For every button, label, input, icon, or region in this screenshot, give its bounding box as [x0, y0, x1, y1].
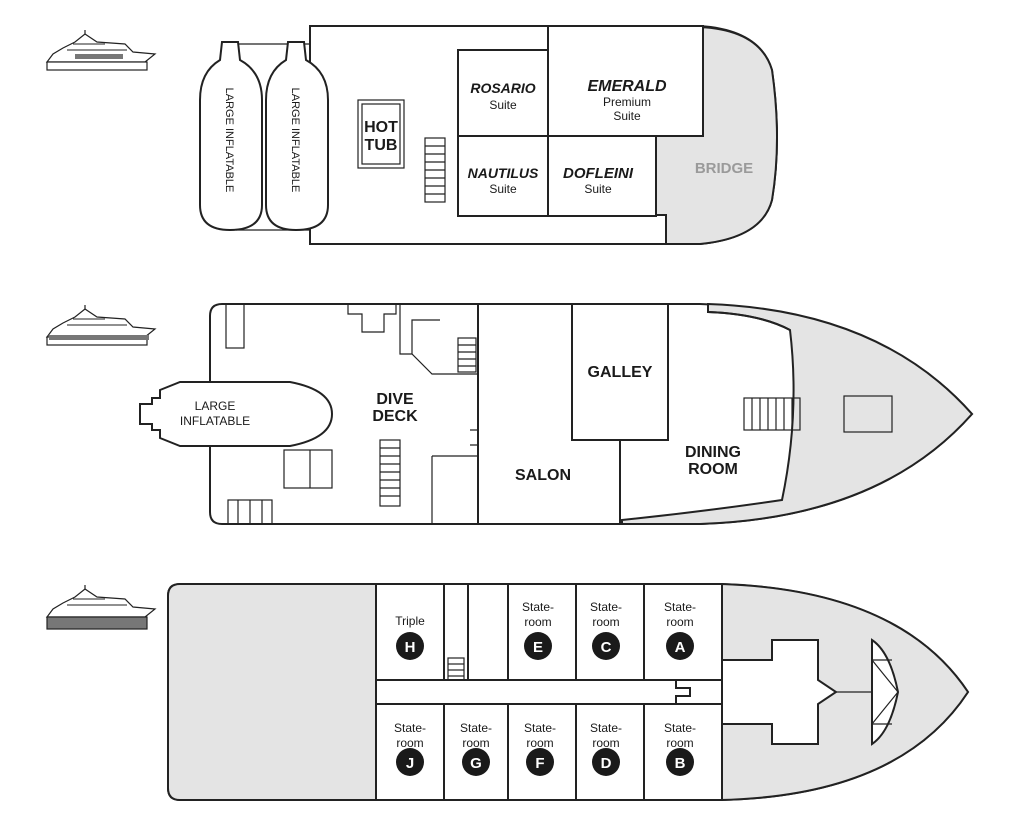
- room-j: State- room J: [394, 721, 426, 776]
- stairs-icon-main-1: [457, 337, 477, 373]
- room-badge: [666, 632, 694, 660]
- room-e: State- room E: [522, 600, 554, 660]
- room-a-label-2: room: [666, 615, 693, 629]
- inflatable-1-label: LARGE INFLATABLE: [223, 88, 235, 193]
- galley: [571, 303, 669, 441]
- bridge-label: BRIDGE: [695, 160, 753, 177]
- room-a-label-1: State-: [664, 600, 696, 614]
- room-d-label-2: room: [592, 736, 619, 750]
- salon-label: SALON: [515, 467, 571, 484]
- suite-emerald: [547, 25, 704, 137]
- stairs-icon: [424, 137, 446, 203]
- ship-icon-upper: [45, 30, 157, 71]
- room-c-label-1: State-: [590, 600, 622, 614]
- room-c-letter: C: [601, 639, 612, 656]
- hot-tub-label-2: TUB: [365, 137, 398, 154]
- room-j-label-2: room: [396, 736, 423, 750]
- suite-rosario: [457, 49, 549, 137]
- room-badge: [526, 748, 554, 776]
- dofleini-name: DOFLEINI: [563, 165, 634, 182]
- room-badge: [592, 632, 620, 660]
- room-badge: [666, 748, 694, 776]
- galley-label: GALLEY: [588, 364, 653, 381]
- large-inflatable-main: [139, 381, 334, 447]
- room-f-letter: F: [535, 755, 544, 772]
- nautilus-name: NAUTILUS: [468, 165, 539, 181]
- room-badge: [462, 748, 490, 776]
- large-inflatable-1: [199, 41, 263, 232]
- room-b-label-2: room: [666, 736, 693, 750]
- stern-area-lower: [167, 583, 377, 801]
- inflatable-2-label: LARGE INFLATABLE: [289, 88, 301, 193]
- room-d-letter: D: [601, 755, 612, 772]
- emerald-sub1: Premium: [603, 95, 651, 109]
- bow-area-main: [621, 302, 974, 525]
- room-g-label-1: State-: [460, 721, 492, 735]
- dining-room-label-2: ROOM: [688, 461, 738, 478]
- room-e-letter: E: [533, 639, 543, 656]
- room-a: State- room A: [664, 600, 696, 660]
- room-j-letter: J: [406, 755, 414, 772]
- room-j-label-1: State-: [394, 721, 426, 735]
- hot-tub: [357, 99, 405, 169]
- room-g-label-2: room: [462, 736, 489, 750]
- rosario-name: ROSARIO: [470, 80, 535, 96]
- room-f: State- room F: [524, 721, 556, 776]
- room-a-letter: A: [675, 639, 686, 656]
- corridor: [375, 679, 691, 705]
- room-c: State- room C: [590, 600, 622, 660]
- upper-deck: HOT TUB LARGE INFLATABLE LARGE INFLATABL…: [199, 25, 778, 245]
- room-f-label-1: State-: [524, 721, 556, 735]
- stairs-icon-main-3: [743, 397, 801, 431]
- room-b: State- room B: [664, 721, 696, 776]
- main-deck: LARGE INFLATABLE DIVE DECK GALLEY SALON …: [139, 302, 974, 525]
- room-badge: [592, 748, 620, 776]
- inflatable-main-label-1: LARGE: [195, 399, 236, 413]
- dive-deck-label-2: DECK: [372, 408, 418, 425]
- room-badge: [396, 748, 424, 776]
- lower-deck: Triple H State- room E State- room C Sta…: [167, 582, 970, 801]
- room-g: State- room G: [460, 721, 492, 776]
- dofleini-sub: Suite: [584, 182, 612, 196]
- hatch: [843, 395, 893, 433]
- room-e-label-1: State-: [522, 600, 554, 614]
- emerald-sub2: Suite: [613, 109, 641, 123]
- room-e-label-2: room: [524, 615, 551, 629]
- room-h-label: Triple: [395, 614, 425, 628]
- dive-deck-label-1: DIVE: [376, 391, 414, 408]
- inflatable-main-label-2: INFLATABLE: [180, 414, 250, 428]
- room-d: State- room D: [590, 721, 622, 776]
- rosario-sub: Suite: [489, 98, 517, 112]
- room-h: Triple H: [395, 614, 425, 660]
- large-inflatable-2: [265, 41, 329, 232]
- hot-tub-label-1: HOT: [364, 119, 398, 136]
- ship-icon-main: [45, 305, 157, 346]
- ship-icon-lower: [45, 585, 157, 630]
- room-b-label-1: State-: [664, 721, 696, 735]
- stairs-icon-main-2: [379, 439, 401, 507]
- bridge-area: [655, 26, 778, 245]
- dining-room-label-1: DINING: [685, 444, 741, 461]
- room-g-letter: G: [470, 755, 482, 772]
- room-badge: [396, 632, 424, 660]
- room-d-label-1: State-: [590, 721, 622, 735]
- room-c-label-2: room: [592, 615, 619, 629]
- stairs-icon-lower: [447, 657, 465, 681]
- room-b-letter: B: [675, 755, 686, 772]
- emerald-name: EMERALD: [587, 78, 667, 95]
- nautilus-sub: Suite: [489, 182, 517, 196]
- suite-dofleini: [547, 135, 657, 217]
- room-h-letter: H: [405, 639, 416, 656]
- room-f-label-2: room: [526, 736, 553, 750]
- room-badge: [524, 632, 552, 660]
